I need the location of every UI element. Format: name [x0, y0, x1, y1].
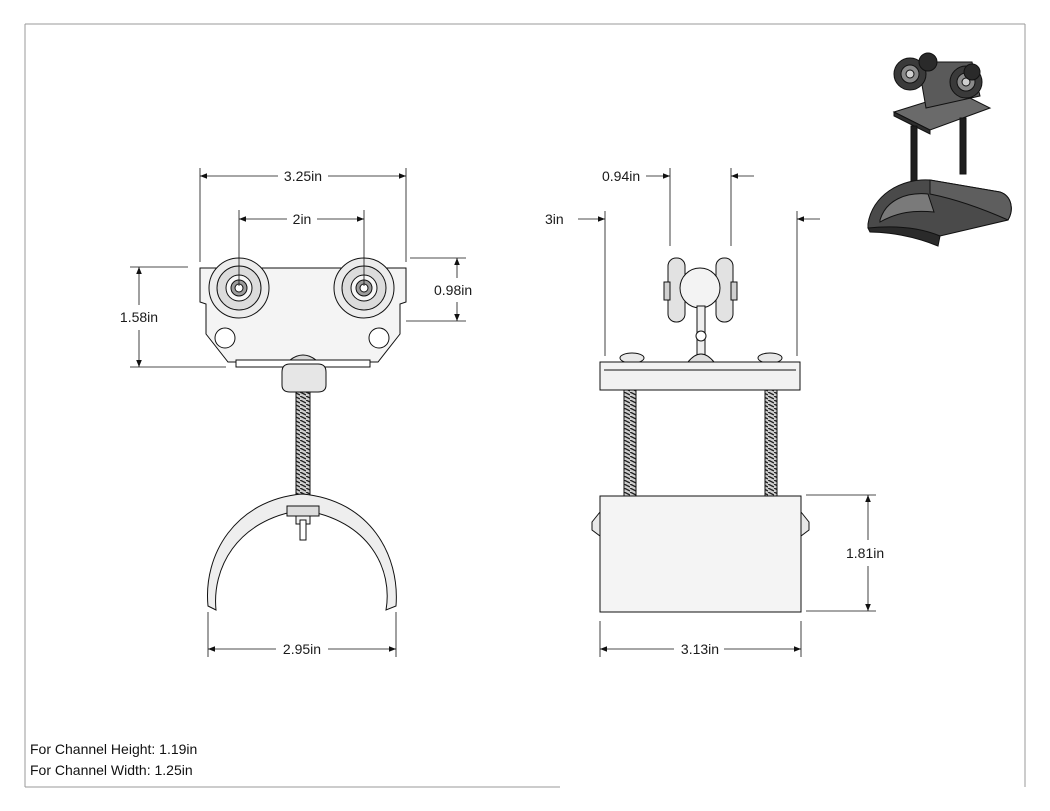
top-nut: [281, 363, 327, 393]
clamp-length-label: 3.13in: [681, 641, 719, 657]
body-hole-left: [214, 327, 236, 349]
side-top-plate: [599, 361, 801, 391]
plate-width-label: 3in: [545, 211, 564, 227]
side-rod-left: [623, 389, 637, 499]
wheel-spacing-label: 2in: [293, 211, 312, 227]
side-view: [591, 257, 810, 613]
body-hole-right: [368, 327, 390, 349]
right-wheel: [333, 257, 395, 319]
body-height-label: 1.58in: [120, 309, 158, 325]
clamp-saddle: [206, 493, 397, 611]
side-axle: [679, 267, 721, 309]
threaded-rod: [295, 391, 311, 501]
clamp-width-label: 2.95in: [283, 641, 321, 657]
wheel-height-label: 0.98in: [434, 282, 472, 298]
channel-width-note: For Channel Width: 1.25in: [30, 762, 193, 778]
overall-width-label: 3.25in: [284, 168, 322, 184]
wheel-width-label: 0.94in: [602, 168, 640, 184]
front-dimensions: [130, 168, 466, 657]
side-dimensions: [578, 168, 876, 657]
side-clamp-block: [599, 495, 802, 613]
channel-height-note: For Channel Height: 1.19in: [30, 741, 198, 757]
drawing-frame: [24, 23, 1026, 788]
isometric-render: [867, 52, 1012, 247]
front-view: [199, 257, 407, 611]
clamp-height-label: 1.81in: [846, 545, 884, 561]
side-rod-right: [764, 389, 778, 499]
